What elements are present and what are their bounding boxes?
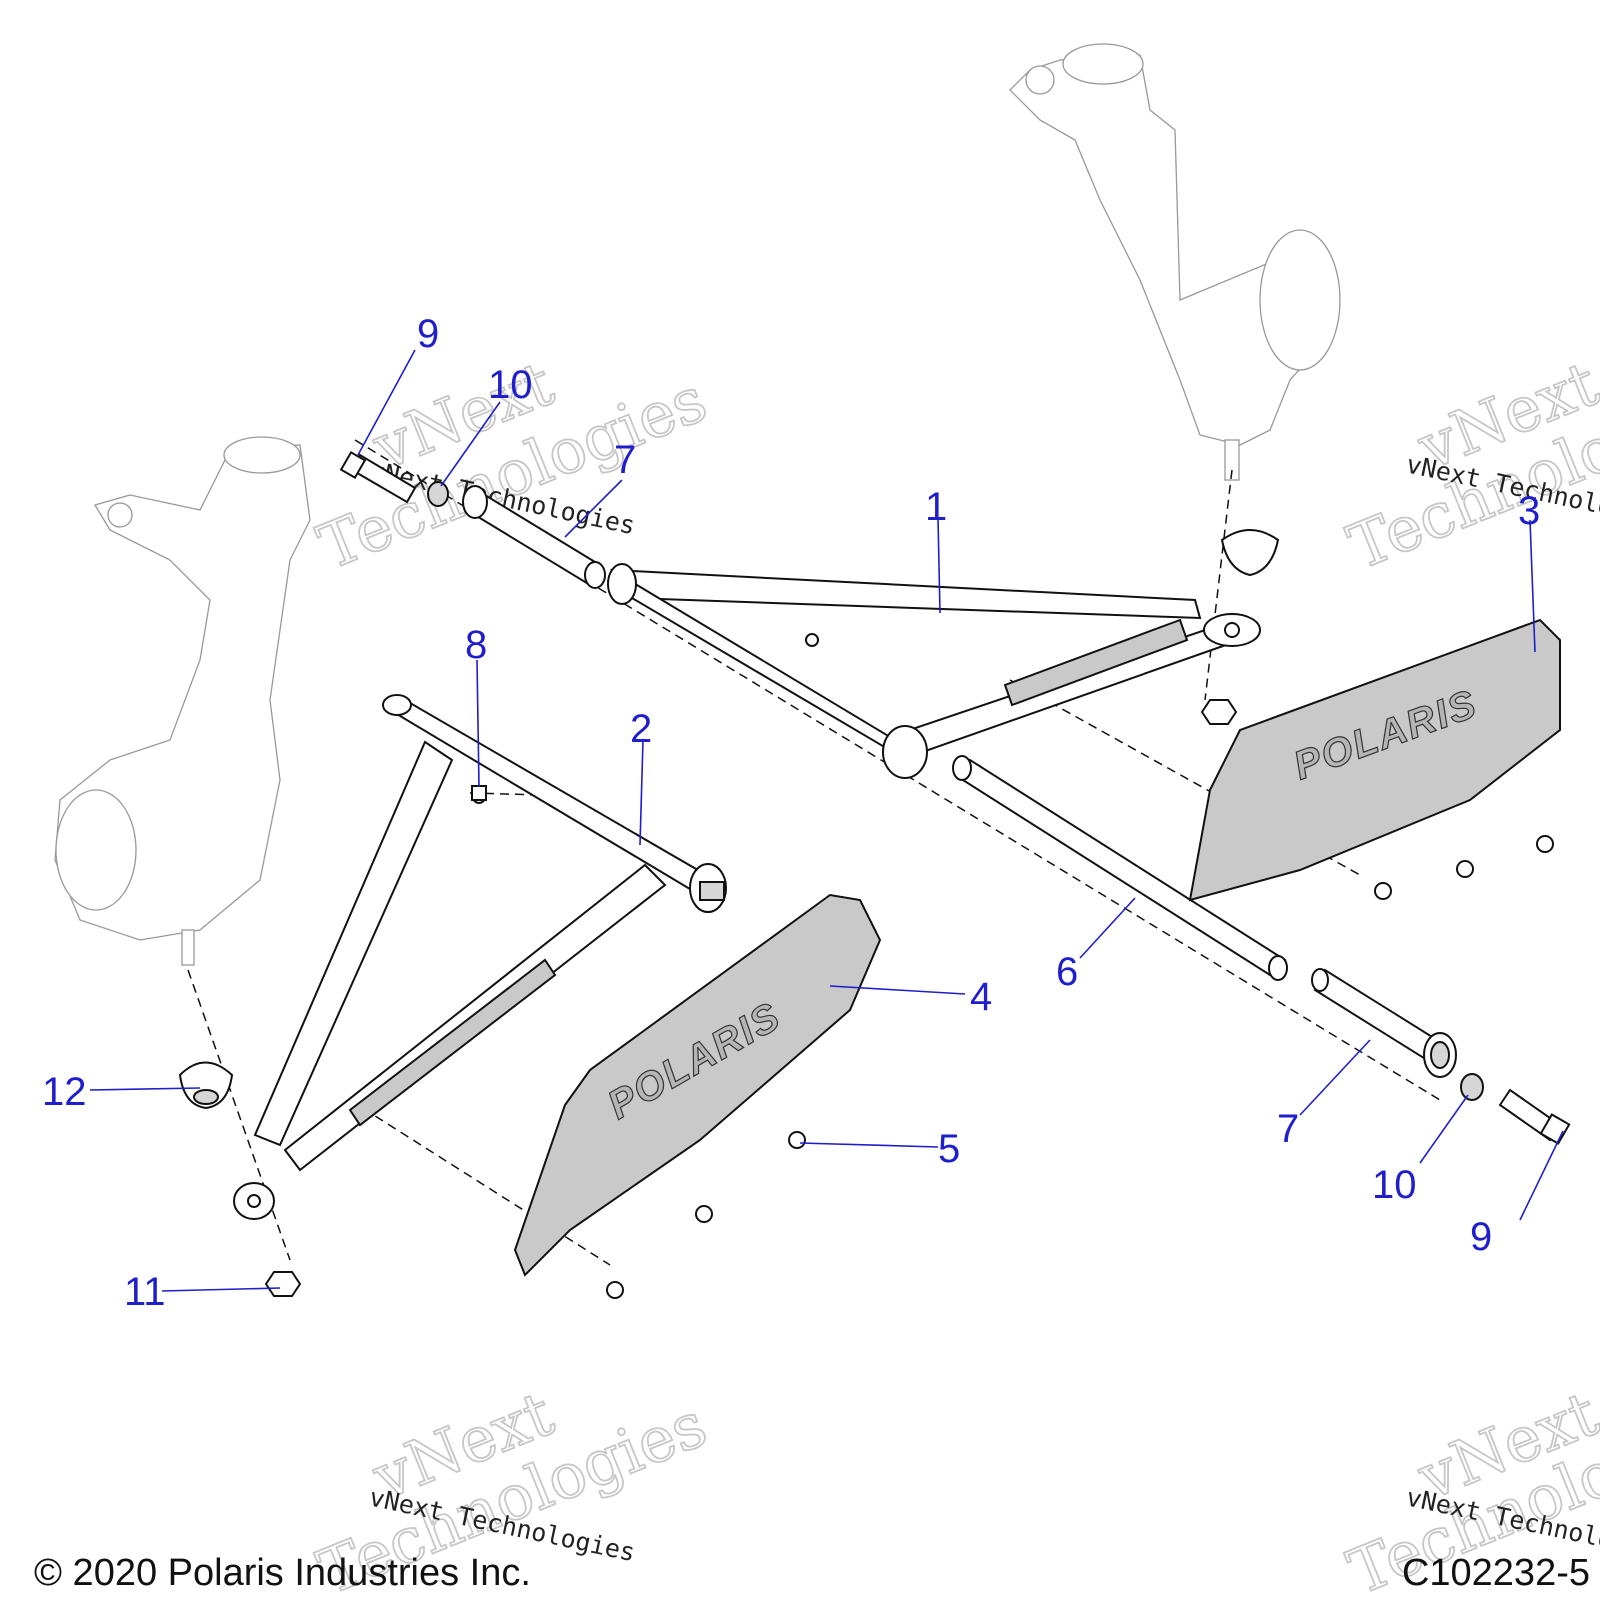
callout-11: 11 (124, 1270, 166, 1314)
ball-joint-boot-upper (1220, 529, 1280, 577)
bushing-upper (462, 485, 606, 589)
callout-10-upper: 10 (488, 363, 533, 407)
callout-1: 1 (925, 485, 947, 529)
steering-knuckle-left (54, 436, 311, 966)
washer-lower (1460, 1073, 1484, 1101)
watermark-top-right: vNext Technologies vNext Technologies (1337, 346, 1600, 585)
callout-7-lower: 7 (1277, 1107, 1299, 1151)
upper-a-arm (607, 563, 1261, 779)
callout-12: 12 (42, 1070, 87, 1114)
pivot-tube (952, 755, 1288, 981)
callout-7-upper: 7 (614, 438, 636, 482)
skid-plate-right: POLARIS (1188, 618, 1561, 902)
callout-5: 5 (938, 1127, 960, 1171)
callout-3: 3 (1518, 489, 1540, 533)
steering-knuckle-right (1009, 43, 1341, 481)
leader-lines (89, 349, 1564, 1292)
drawing-id: C102232-5 (1402, 1552, 1590, 1594)
callout-2: 2 (630, 707, 652, 751)
callout-4: 4 (970, 975, 992, 1019)
bolt-upper (339, 450, 417, 504)
callout-10-lower: 10 (1372, 1163, 1417, 1207)
copyright-text: © 2020 Polaris Industries Inc. (34, 1552, 531, 1594)
bushing-lower (1311, 968, 1457, 1078)
washer-upper (427, 481, 449, 507)
callout-9-upper: 9 (417, 312, 439, 356)
grease-fitting (471, 785, 487, 801)
nut-lower (264, 1271, 302, 1297)
lower-a-arm (233, 694, 727, 1220)
bolt-lower (1498, 1088, 1571, 1145)
screws (606, 835, 1554, 1299)
callout-9-lower: 9 (1470, 1215, 1492, 1259)
ball-joint-boot-lower (178, 1061, 234, 1110)
callout-8: 8 (465, 623, 487, 667)
callout-labels: 1 2 3 4 5 6 7 7 8 9 9 10 10 11 12 (42, 312, 1540, 1314)
nut-upper (1200, 699, 1238, 725)
callout-6: 6 (1056, 950, 1078, 994)
